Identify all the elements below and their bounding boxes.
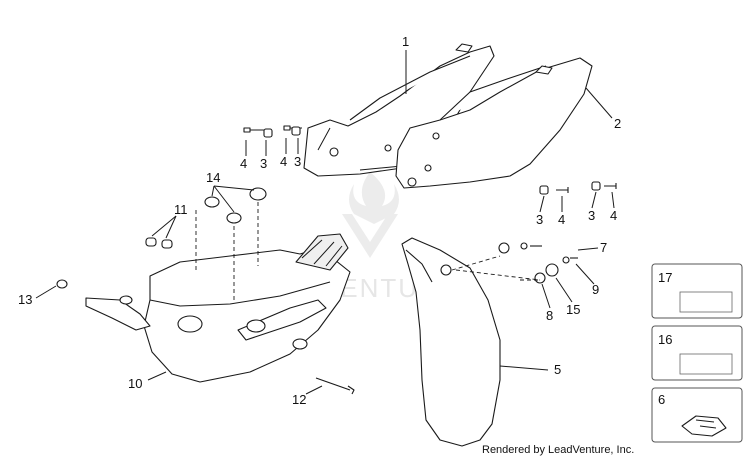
callout-labels: 1 2 4 3 4 3 14 11 3 4 3 4 7 9 15 8 13 10… [18,34,621,407]
callout-1[interactable]: 1 [402,34,409,49]
callout-12[interactable]: 12 [292,392,306,407]
callout-15[interactable]: 15 [566,302,580,317]
side-panel-right[interactable] [395,57,593,189]
assembly-lines [195,202,541,300]
callout-4[interactable]: 4 [610,208,617,223]
callout-4[interactable]: 4 [240,156,247,171]
callout-2[interactable]: 2 [614,116,621,131]
callout-11[interactable]: 11 [174,202,188,217]
callout-3[interactable]: 3 [536,212,543,227]
skid-plate[interactable] [85,233,351,383]
watermark-flame-icon [349,172,399,224]
inset-17[interactable]: 17 [651,263,743,319]
leader-lines [35,50,615,395]
inset-label: 6 [658,392,665,407]
callout-5[interactable]: 5 [554,362,561,377]
inset-label: 17 [658,270,672,285]
hardware [56,125,617,395]
callout-3[interactable]: 3 [294,154,301,169]
callout-14[interactable]: 14 [206,170,220,185]
callout-9[interactable]: 9 [592,282,599,297]
callout-3[interactable]: 3 [260,156,267,171]
callout-10[interactable]: 10 [128,376,142,391]
callout-13[interactable]: 13 [18,292,32,307]
render-credit: Rendered by LeadVenture, Inc. [482,444,634,456]
callout-8[interactable]: 8 [546,308,553,323]
callout-4[interactable]: 4 [280,154,287,169]
watermark-v-icon [342,214,398,258]
inset-6[interactable]: 6 [651,387,743,443]
mudguard[interactable] [401,237,501,447]
inset-16[interactable]: 16 [651,325,743,381]
callout-3[interactable]: 3 [588,208,595,223]
side-panel-left[interactable] [303,43,495,177]
callout-4[interactable]: 4 [558,212,565,227]
callout-7[interactable]: 7 [600,240,607,255]
inset-label: 16 [658,332,672,347]
